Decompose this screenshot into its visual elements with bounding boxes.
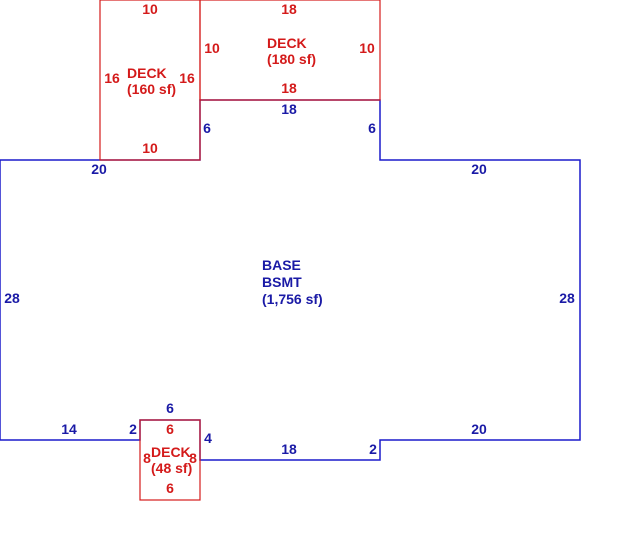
dim-deck-160-bottom: 10	[142, 140, 158, 156]
dim-base-left: 28	[4, 290, 20, 306]
deck-48-outline	[139, 419, 201, 501]
dim-deck-160-top: 10	[142, 1, 158, 17]
dim-base-bump-right: 4	[204, 430, 212, 446]
dim-base-bottom-step-left: 2	[129, 421, 137, 437]
dim-base-bottom-right: 20	[471, 421, 487, 437]
deck-180-outline	[199, 0, 381, 101]
base-area-subtitle: BSMT	[262, 274, 302, 290]
deck-48-title: DECK	[151, 444, 191, 460]
deck-160-title: DECK	[127, 65, 167, 81]
dim-base-notch-top: 18	[281, 101, 297, 117]
dim-deck-180-right: 10	[359, 40, 375, 56]
deck-160-size: (160 sf)	[127, 81, 176, 97]
dim-base-left-notch: 6	[203, 120, 211, 136]
dim-deck-180-left: 10	[204, 40, 220, 56]
dim-deck-48-top: 6	[166, 421, 174, 437]
dim-deck-48-bottom: 6	[166, 480, 174, 496]
dim-deck-180-bottom: 18	[281, 80, 297, 96]
deck-180-size: (180 sf)	[267, 51, 316, 67]
dim-base-right: 28	[559, 290, 575, 306]
deck-48-size: (48 sf)	[151, 460, 192, 476]
dim-base-bottom-mid: 18	[281, 441, 297, 457]
dim-deck-48-left: 8	[143, 450, 151, 466]
dim-deck-160-right: 16	[179, 70, 195, 86]
deck-180-title: DECK	[267, 35, 307, 51]
dim-base-top-right: 20	[471, 161, 487, 177]
dim-base-bottom-step-right: 2	[369, 441, 377, 457]
dim-base-right-notch: 6	[368, 120, 376, 136]
dim-base-top-left: 20	[91, 161, 107, 177]
dim-base-bump-top: 6	[166, 400, 174, 416]
dim-deck-48-right: 8	[189, 450, 197, 466]
base-area-title: BASE	[262, 257, 301, 273]
base-area-size: (1,756 sf)	[262, 291, 323, 307]
dim-base-bottom-left: 14	[61, 421, 77, 437]
dim-deck-160-left: 16	[104, 70, 120, 86]
dim-deck-180-top: 18	[281, 1, 297, 17]
